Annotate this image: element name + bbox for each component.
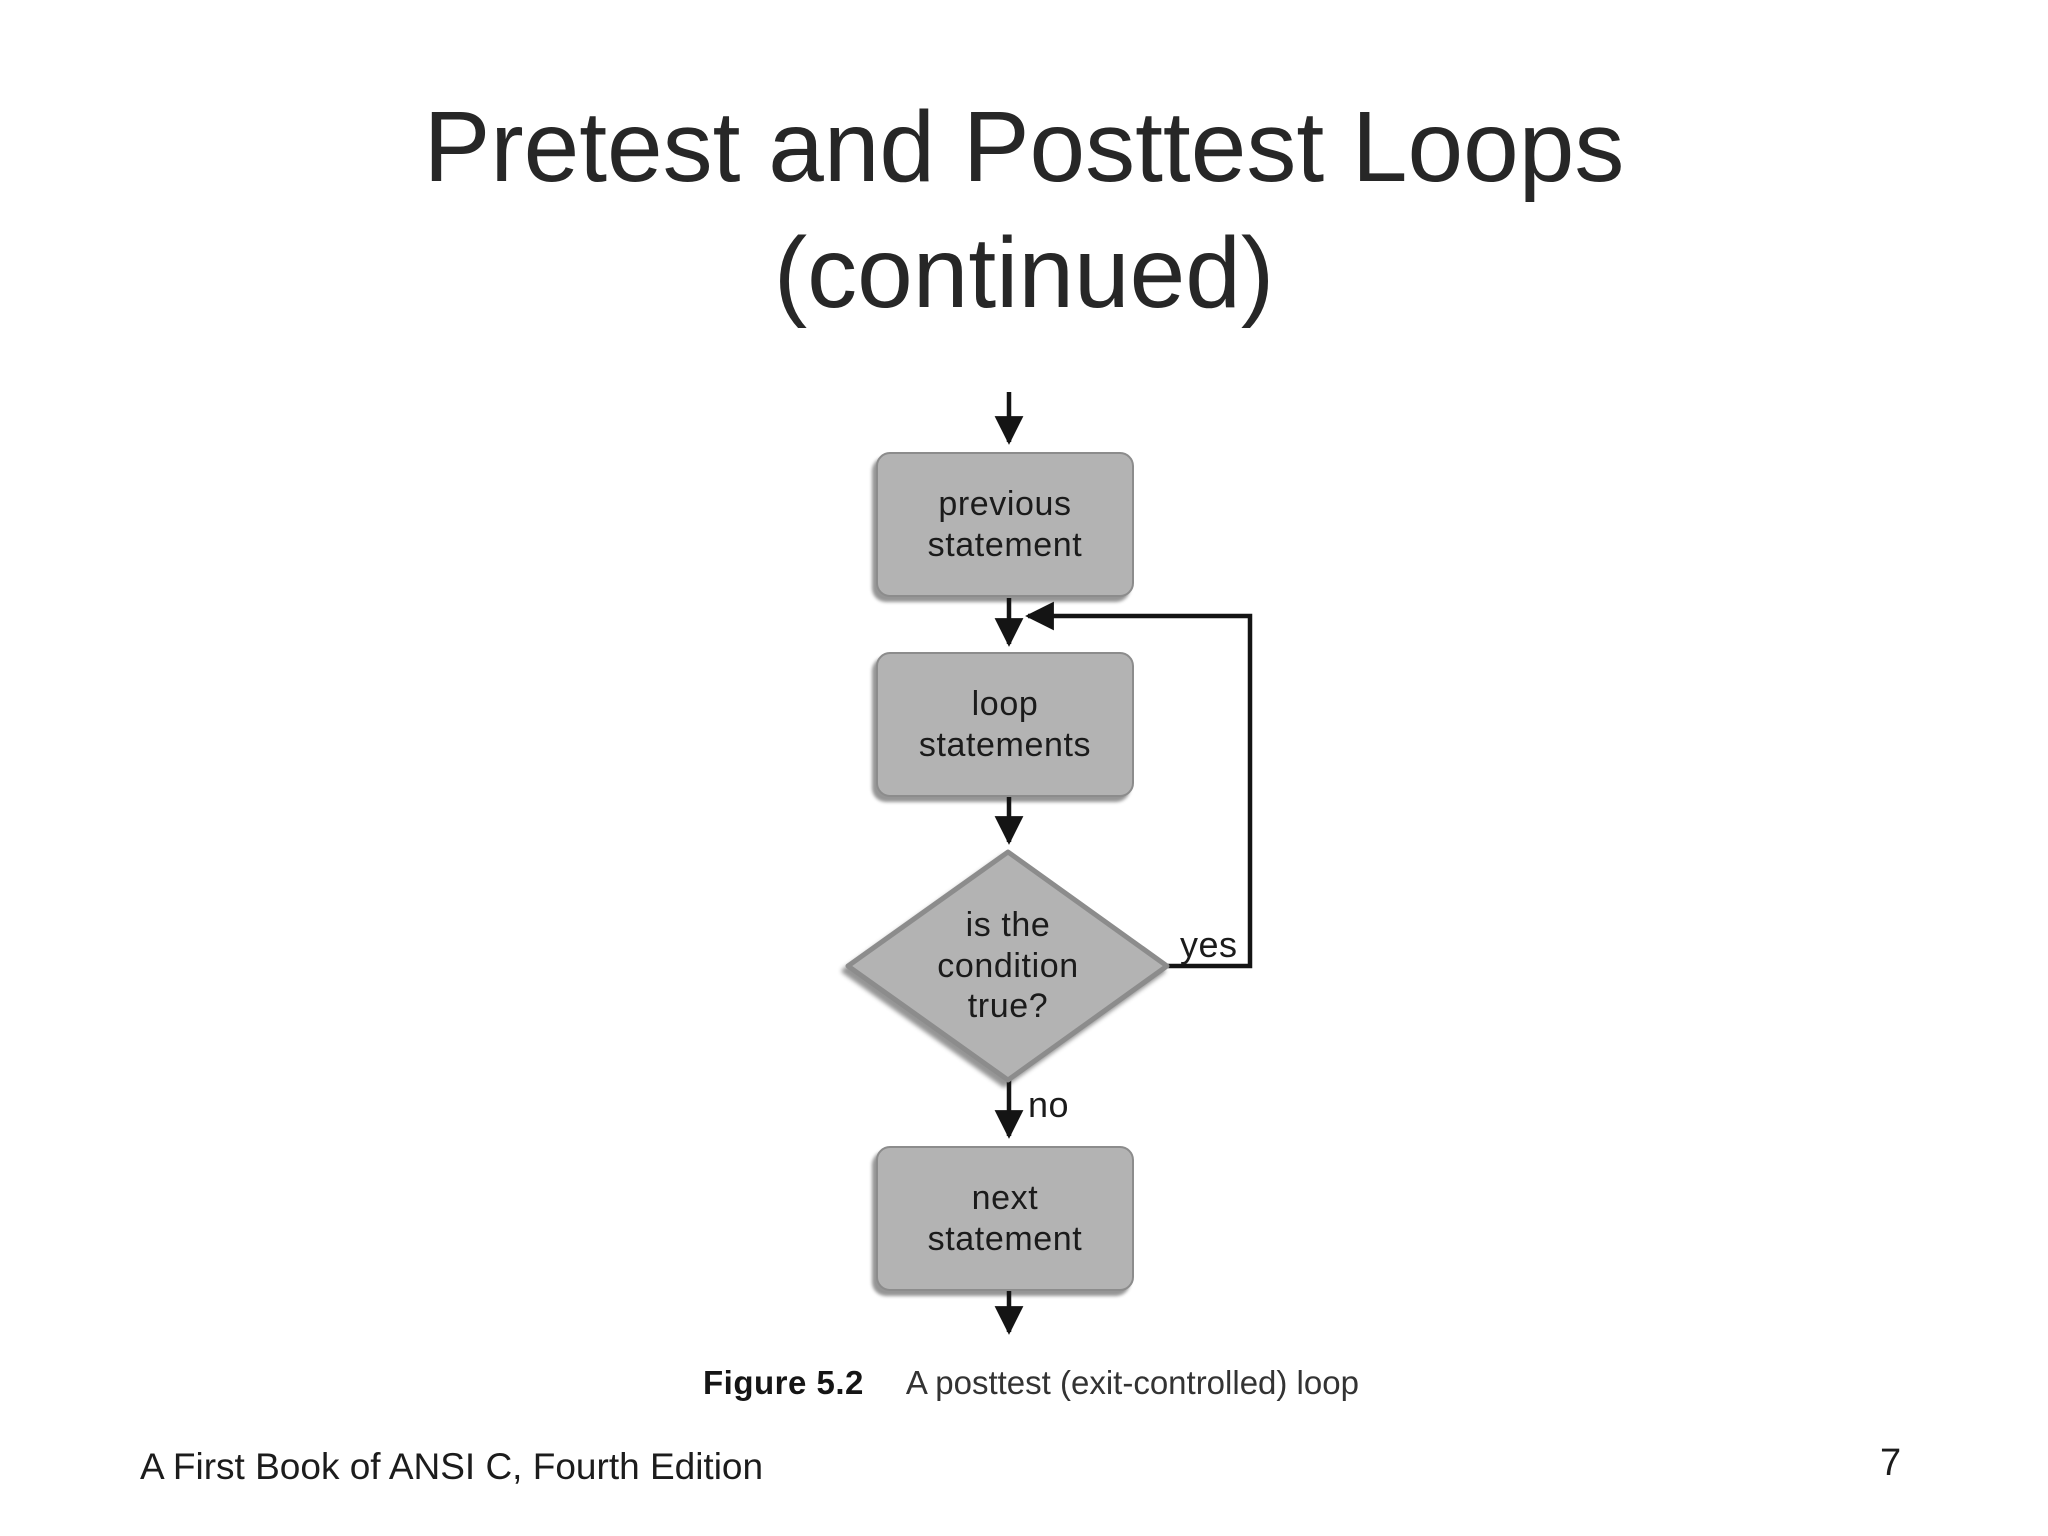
node-loop-statements: loop statements xyxy=(876,652,1134,797)
figure-caption: Figure 5.2 A posttest (exit-controlled) l… xyxy=(703,1364,1359,1402)
page-title-line1: Pretest and Posttest Loops xyxy=(423,91,1625,203)
page-title: Pretest and Posttest Loops (continued) xyxy=(0,84,2048,336)
page-number: 7 xyxy=(1880,1442,1902,1484)
node-next-statement: next statement xyxy=(876,1146,1134,1291)
footer-book-title: A First Book of ANSI C, Fourth Edition xyxy=(140,1446,764,1487)
node-condition-label: is the condition true? xyxy=(937,905,1079,1026)
page-title-line2: (continued) xyxy=(773,217,1275,329)
branch-label-no: no xyxy=(1028,1084,1070,1125)
branch-label-yes: yes xyxy=(1180,924,1238,965)
node-previous-statement: previous statement xyxy=(876,452,1134,597)
figure-caption-number: Figure 5.2 xyxy=(703,1364,864,1401)
figure-caption-text: A posttest (exit-controlled) loop xyxy=(905,1364,1359,1401)
